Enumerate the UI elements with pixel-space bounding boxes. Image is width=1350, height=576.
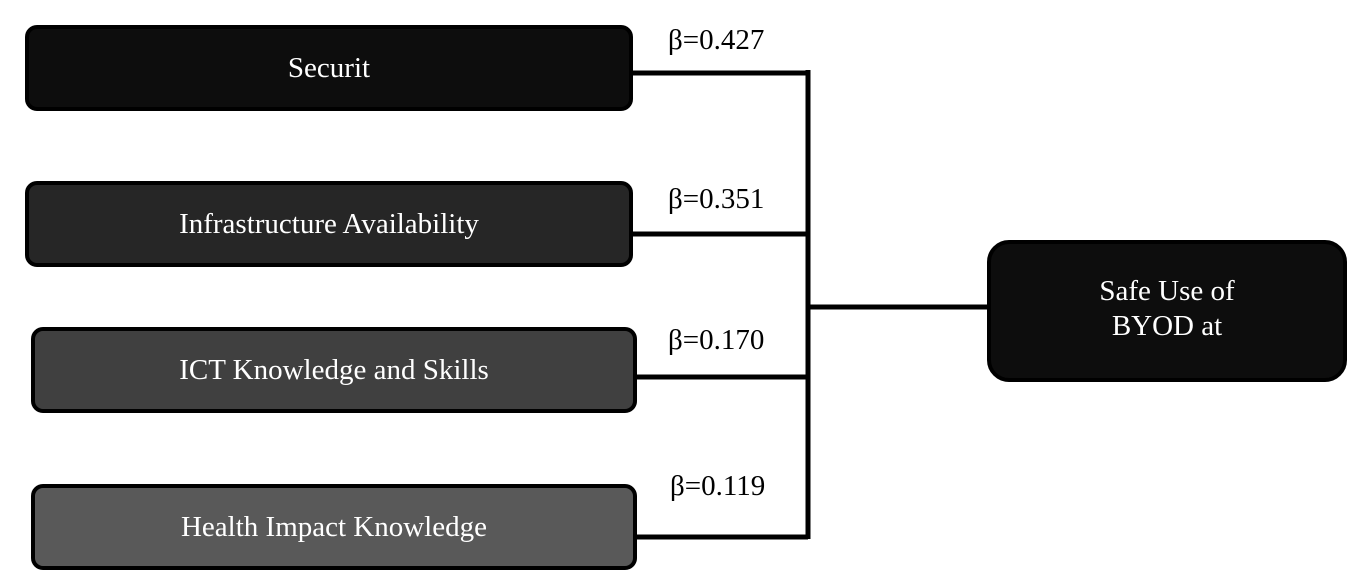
predictor-label-ict: ICT Knowledge and Skills xyxy=(179,353,489,386)
predictor-label-security: Securit xyxy=(287,51,371,84)
outcome-box: Safe Use of BYOD at xyxy=(987,240,1347,382)
predictor-box-ict: ICT Knowledge and Skills xyxy=(31,327,637,413)
beta-coefficient-infrastructure: β=0.351 xyxy=(668,183,765,215)
predictor-label-infrastructure: Infrastructure Availability xyxy=(179,207,479,240)
predictor-box-health: Health Impact Knowledge xyxy=(31,484,637,570)
beta-coefficient-ict: β=0.170 xyxy=(668,324,765,356)
beta-coefficient-health: β=0.119 xyxy=(670,470,766,502)
outcome-label-line1: Safe Use of xyxy=(1099,275,1235,307)
predictor-box-infrastructure: Infrastructure Availability xyxy=(25,181,633,267)
outcome-label: Safe Use of BYOD at xyxy=(1099,274,1234,344)
beta-coefficient-security: β=0.427 xyxy=(668,24,765,56)
predictor-label-health: Health Impact Knowledge xyxy=(180,510,487,543)
predictor-box-security: Securit xyxy=(25,25,633,111)
outcome-label-line2: BYOD at xyxy=(1111,309,1223,342)
